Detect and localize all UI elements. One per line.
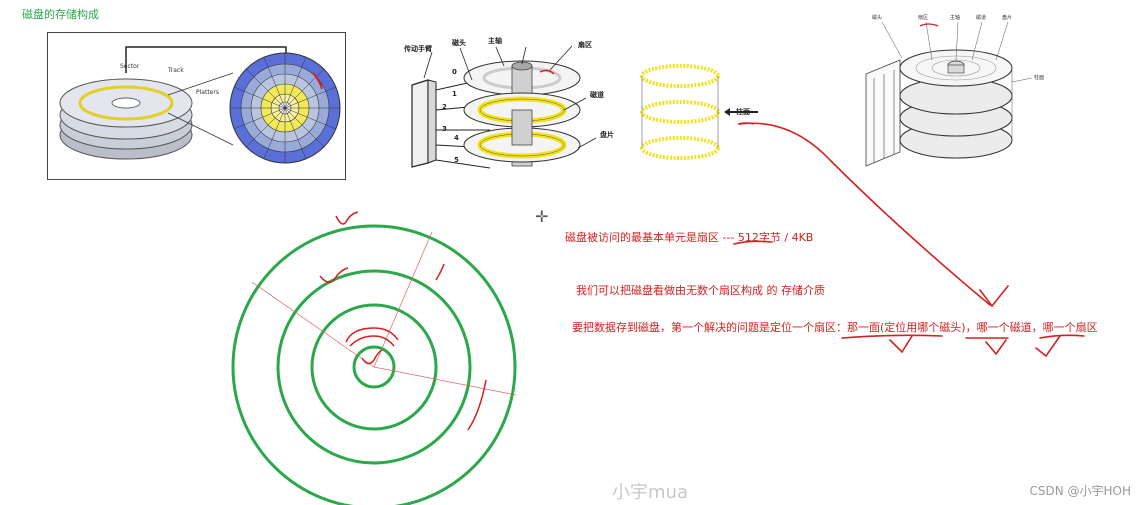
label-head: 磁头 (872, 15, 883, 21)
head-assembly-illustration (411, 45, 597, 169)
tracks-illustration (231, 211, 517, 505)
label-platters: Platters (196, 89, 219, 96)
label-platter: 盘片 (600, 131, 614, 139)
label-track: 磁道 (590, 91, 604, 99)
num-4: 4 (454, 134, 459, 142)
figure-head-assembly: 传动手臂 磁头 主轴 扇区 磁道 盘片 0 1 2 3 4 5 (400, 30, 630, 180)
credit-text: CSDN @小宇HOH (1029, 484, 1131, 498)
figure-cylinder: 柱面 (630, 60, 780, 170)
num-2: 2 (442, 103, 447, 111)
label-sector: 扇区 (578, 41, 592, 49)
num-5: 5 (454, 156, 459, 164)
stacked-disks-illustration (865, 21, 1033, 167)
page-title: 磁盘的存储构成 (22, 8, 99, 21)
label-cylinder: 柱面 (1034, 75, 1045, 81)
watermark: 小宇mua (612, 482, 688, 503)
label-platter: 盘片 (1002, 15, 1013, 21)
label-sector: Sector (120, 63, 140, 70)
platter-illustration (59, 46, 341, 164)
note-line-3: 要把数据存到磁盘，第一个解决的问题是定位一个扇区：那一面(定位用哪个磁头)，哪一… (572, 321, 1098, 334)
label-actuator: 传动手臂 (404, 45, 432, 53)
label-sector: 扇区 (918, 15, 929, 21)
num-0: 0 (452, 68, 457, 76)
label-spindle: 主轴 (950, 15, 961, 21)
crosshair-icon: ✛ (535, 207, 549, 226)
label-head: 磁头 (452, 39, 466, 47)
num-3: 3 (442, 125, 447, 133)
figure-stacked-disks: 磁头 扇区 主轴 磁道 盘片 柱面 (860, 8, 1060, 168)
num-1: 1 (452, 90, 457, 98)
figure-platter-diagram: Sector Track Platters (47, 32, 346, 180)
label-spindle: 主轴 (488, 37, 502, 45)
note-line-2: 我们可以把磁盘看做由无数个扇区构成 的 存储介质 (576, 284, 825, 297)
label-track: Track (168, 67, 184, 74)
label-track: 磁道 (976, 15, 987, 21)
concentric-tracks-drawing (230, 200, 530, 505)
cylinder-illustration (640, 64, 758, 160)
label-cylinder: 柱面 (736, 108, 750, 116)
